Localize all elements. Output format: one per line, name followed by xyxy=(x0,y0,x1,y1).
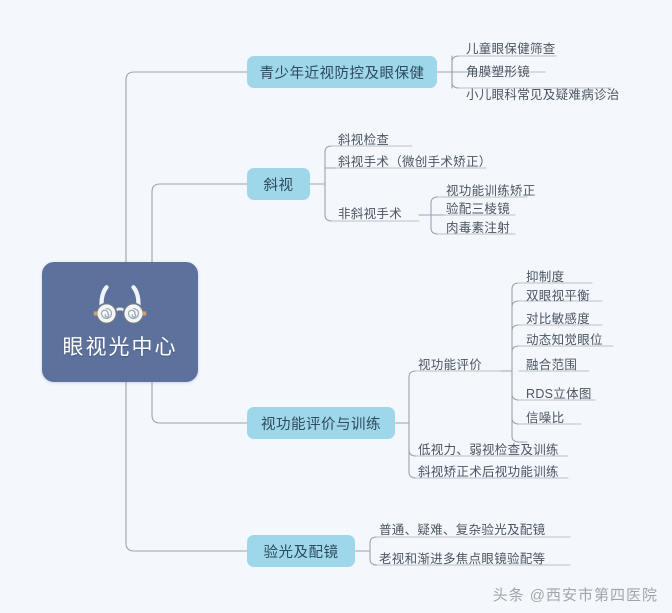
leaf-b2-c3[interactable]: 非斜视手术 xyxy=(338,207,403,221)
leaf-b3-c3[interactable]: 斜视矫正术后视功能训练 xyxy=(418,465,559,479)
branch-node-2-label: 斜视 xyxy=(263,177,294,194)
leaf-b3-c2[interactable]: 低视力、弱视检查及训练 xyxy=(418,443,559,457)
leaf-b2-c3-g1[interactable]: 视功能训练矫正 xyxy=(446,184,536,198)
leaf-b2-c3-g3[interactable]: 肉毒素注射 xyxy=(446,221,511,235)
leaf-b2-c1[interactable]: 斜视检查 xyxy=(338,133,390,147)
leaf-b3-c1[interactable]: 视功能评价 xyxy=(418,358,483,372)
leaf-b4-c2[interactable]: 老视和渐进多焦点眼镜验配等 xyxy=(379,552,546,566)
branch-node-2[interactable]: 斜视 xyxy=(247,168,310,200)
branch-node-4[interactable]: 验光及配镜 xyxy=(247,535,355,567)
watermark: 头条 @西安市第四医院 xyxy=(492,587,658,604)
leaf-b3-c1-g6[interactable]: RDS立体图 xyxy=(526,387,592,401)
eyeglasses-icon xyxy=(93,285,147,325)
leaf-b2-c2[interactable]: 斜视手术（微创手术矫正） xyxy=(338,155,492,169)
branch-node-3-label: 视功能评价与训练 xyxy=(261,416,381,433)
leaf-b3-c1-g2[interactable]: 双眼视平衡 xyxy=(526,289,591,303)
branch-node-1-label: 青少年近视防控及眼保健 xyxy=(259,65,425,82)
root-label: 眼视光中心 xyxy=(62,336,178,359)
branch-node-1[interactable]: 青少年近视防控及眼保健 xyxy=(247,56,437,88)
leaf-b3-c1-g4[interactable]: 动态知觉眼位 xyxy=(526,333,603,347)
leaf-b3-c1-g3[interactable]: 对比敏感度 xyxy=(526,312,591,326)
leaf-b4-c1[interactable]: 普通、疑难、复杂验光及配镜 xyxy=(379,523,546,537)
leaf-b3-c1-g7[interactable]: 信噪比 xyxy=(526,411,565,425)
leaf-b1-c3[interactable]: 小儿眼科常见及疑难病诊治 xyxy=(466,88,620,102)
leaf-b1-c2[interactable]: 角膜塑形镜 xyxy=(466,65,531,79)
leaf-b1-c1[interactable]: 儿童眼保健筛查 xyxy=(466,42,556,56)
branch-node-4-label: 验光及配镜 xyxy=(263,544,339,561)
branch-node-3[interactable]: 视功能评价与训练 xyxy=(247,407,395,439)
leaf-b3-c1-g1[interactable]: 抑制度 xyxy=(526,270,565,284)
leaf-b2-c3-g2[interactable]: 验配三棱镜 xyxy=(446,202,511,216)
root-node[interactable]: 眼视光中心 xyxy=(42,262,198,382)
leaf-b3-c1-g5[interactable]: 融合范围 xyxy=(526,358,578,372)
